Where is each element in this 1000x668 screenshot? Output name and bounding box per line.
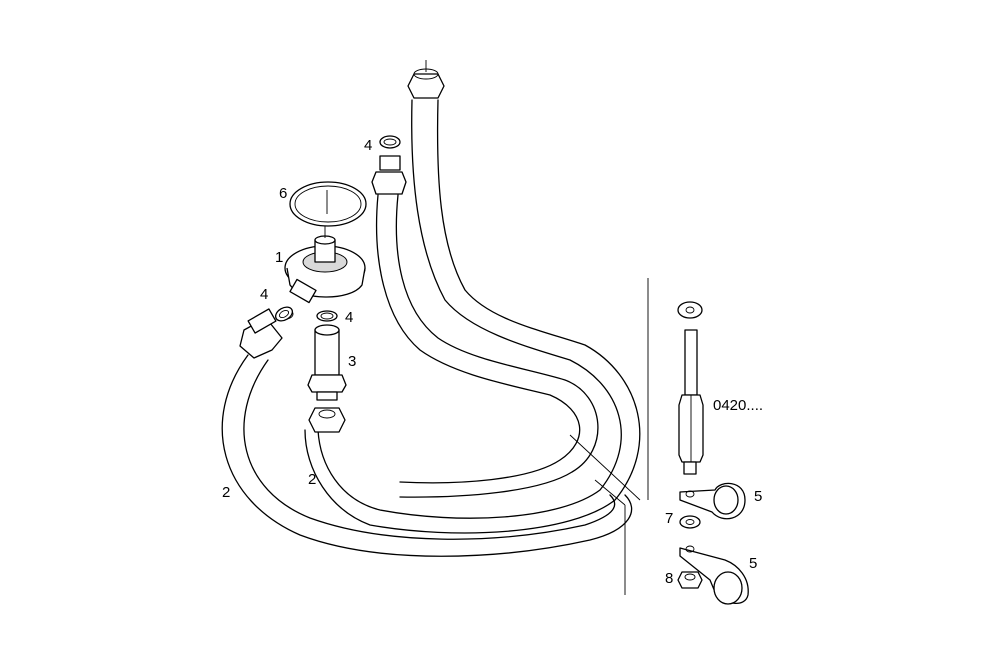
callout-2-left: 2 — [222, 484, 230, 501]
seal-ring-upper — [379, 135, 401, 149]
reference-number: 0420.... — [713, 397, 763, 414]
callout-4-top: 4 — [364, 137, 372, 154]
clamp-part-5-upper — [679, 482, 746, 520]
callout-5-upper: 5 — [754, 488, 762, 505]
standoff-bolt — [678, 329, 704, 475]
seal-ring-left — [274, 306, 294, 322]
callout-5-lower: 5 — [749, 555, 757, 572]
filter-housing-part-1 — [284, 212, 366, 304]
callout-7: 7 — [665, 510, 673, 527]
callout-1: 1 — [275, 249, 283, 266]
leader-lines — [569, 278, 649, 595]
lower-hex-nut — [308, 407, 346, 433]
upper-hose-fitting — [371, 155, 407, 195]
top-hex-nut — [407, 60, 445, 99]
washer-part-7 — [679, 515, 701, 529]
callout-2-middle: 2 — [308, 471, 316, 488]
callout-8: 8 — [665, 570, 673, 587]
hose-left — [221, 354, 633, 557]
callout-4-middle: 4 — [345, 309, 353, 326]
callout-4-left: 4 — [260, 286, 268, 303]
callout-3: 3 — [348, 353, 356, 370]
callout-6: 6 — [279, 185, 287, 202]
hose-long — [304, 99, 641, 534]
seal-ring-middle — [316, 310, 338, 322]
callout-labels: 1 2 2 3 4 4 4 5 5 6 7 8 0420.... — [222, 137, 763, 587]
spacer-washer — [677, 301, 703, 319]
o-ring-part-6 — [289, 181, 367, 227]
clamp-part-5-lower — [679, 545, 749, 605]
nut-part-8 — [677, 571, 703, 589]
adaptor-part-3 — [307, 324, 347, 401]
left-hose-fitting — [239, 308, 294, 359]
